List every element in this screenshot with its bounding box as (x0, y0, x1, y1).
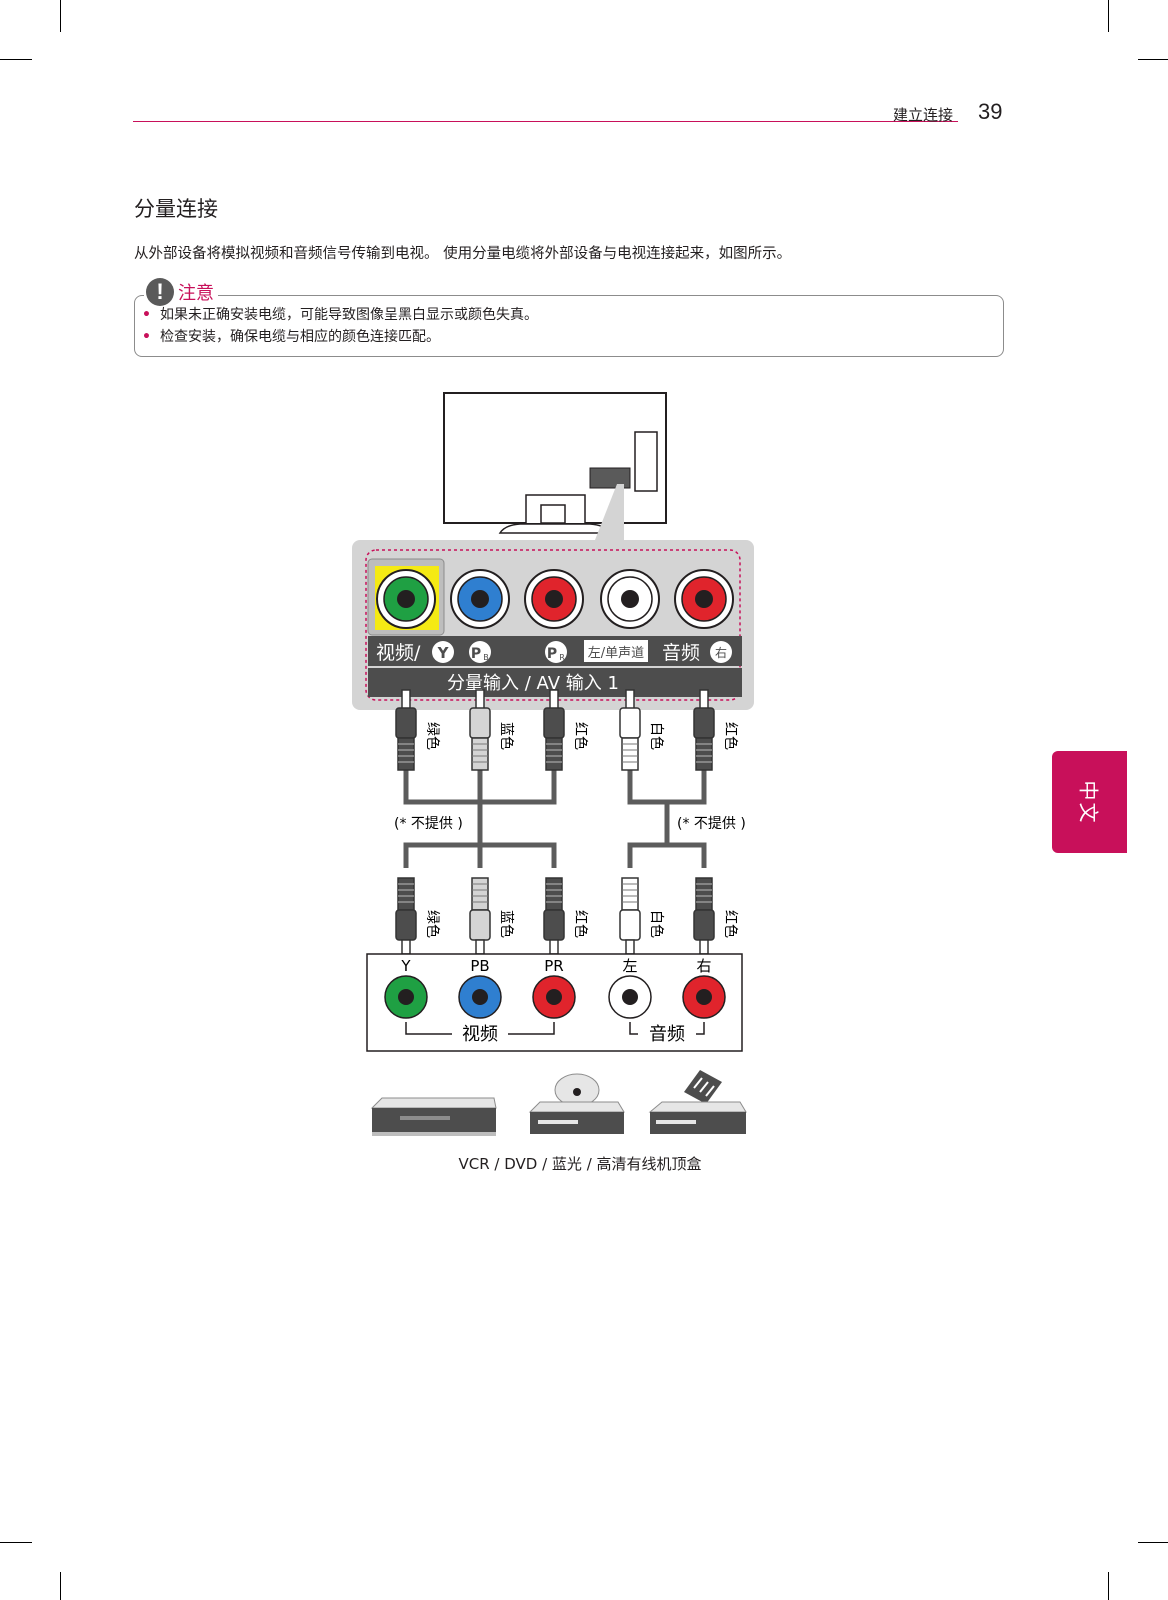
tv-jack-y (376, 569, 436, 629)
device-jack-audio-right (682, 975, 726, 1019)
device-audio-label: 音频 (649, 1024, 685, 1045)
plug-label-lower: 蓝色 (498, 910, 515, 938)
left-mono-box (584, 640, 648, 662)
device-port-label: 右 (696, 957, 711, 975)
plug-label-upper: 蓝色 (498, 722, 515, 750)
intro-paragraph: 从外部设备将模拟视频和音频信号传输到电视。 使用分量电缆将外部设备与电视连接起来… (134, 246, 792, 262)
pb-badge (469, 641, 491, 663)
plug-upper-blue (469, 689, 491, 771)
right-badge (710, 641, 732, 663)
header-rule (133, 121, 958, 122)
plug-lower-red (543, 877, 565, 955)
note-list: •如果未正确安装电缆，可能导致图像呈黑白显示或颜色失真。 •检查安装，确保电缆与… (142, 304, 538, 348)
plug-lower-white (619, 877, 641, 955)
bullet-icon: • (142, 329, 151, 345)
device-port-label: 左 (622, 957, 637, 975)
not-supplied-audio: (* 不提供 ) (677, 816, 746, 832)
device-jack-pb (458, 975, 502, 1019)
crop-mark-bottom-left-h (0, 1542, 32, 1543)
device-video-label: 视频 (462, 1024, 498, 1045)
tv-jack-audio-left (600, 569, 660, 629)
language-tab: 中文 (1052, 751, 1127, 853)
note-title: 注意 (178, 283, 214, 304)
plug-lower-green (395, 877, 417, 955)
tv-jack-audio-right (674, 569, 734, 629)
tv-jack-pr (524, 569, 584, 629)
device-port-label: PR (544, 957, 563, 975)
device-port-label: PB (470, 957, 489, 975)
crop-mark-top-right-h (1138, 59, 1168, 60)
header-section-title: 建立连接 (893, 106, 954, 124)
tv-label-pb: P (471, 646, 481, 662)
tv-label-pb-sub: B (483, 653, 489, 662)
plug-label-upper: 绿色 (424, 722, 441, 750)
crop-mark-bottom-left-v (60, 1572, 61, 1600)
tv-label-audio: 音频 (662, 642, 700, 664)
note-box (134, 295, 1004, 357)
video-bracket (405, 1022, 555, 1035)
crop-mark-bottom-right-h (1138, 1542, 1168, 1543)
tv-label-left-mono: 左/单声道 (588, 646, 644, 661)
plug-label-upper: 红色 (722, 722, 739, 750)
tv-label-pr-sub: R (559, 653, 565, 662)
note-item: •如果未正确安装电缆，可能导致图像呈黑白显示或颜色失真。 (142, 304, 538, 326)
plug-label-upper: 白色 (648, 722, 665, 750)
tv-label-video: 视频/ (376, 642, 421, 664)
plug-label-lower: 红色 (572, 910, 589, 938)
device-jack-audio-left (608, 975, 652, 1019)
set-top-box-icon (648, 1070, 747, 1134)
tv-input-label: 分量输入 / AV 输入 1 (447, 673, 619, 694)
tv-label-y: Y (437, 644, 450, 662)
note-item: •检查安装，确保电缆与相应的颜色连接匹配。 (142, 326, 538, 348)
plug-lower-blue (469, 877, 491, 955)
plug-lower-red-audio (693, 877, 715, 955)
cable-bundle-audio (627, 770, 707, 868)
tv-icon (443, 392, 667, 540)
plug-label-lower: 白色 (648, 910, 665, 938)
devices-caption: VCR / DVD / 蓝光 / 高清有线机顶盒 (458, 1155, 702, 1173)
y-badge (432, 641, 454, 663)
cable-bundle-video (403, 770, 557, 868)
crop-mark-top-right-v (1108, 0, 1109, 32)
tv-jack-pb (450, 569, 510, 629)
tv-label-pr: P (547, 646, 557, 662)
plug-label-upper: 红色 (572, 722, 589, 750)
plug-label-lower: 红色 (722, 910, 739, 938)
tv-label-right: 右 (715, 645, 727, 660)
exclamation-icon: ! (146, 278, 174, 306)
page-number: 39 (978, 99, 1003, 124)
device-port-label: Y (400, 957, 411, 975)
plug-upper-green (395, 689, 417, 771)
vcr-icon (370, 1097, 497, 1136)
crop-mark-top-left-v (60, 0, 61, 32)
plug-upper-red (543, 689, 565, 771)
page-title: 分量连接 (134, 197, 218, 221)
not-supplied-video: (* 不提供 ) (394, 816, 463, 832)
note-header: ! 注意 (144, 278, 218, 306)
device-jack-pr (532, 975, 576, 1019)
crop-mark-bottom-right-v (1108, 1572, 1109, 1600)
plug-label-lower: 绿色 (424, 910, 441, 938)
plug-upper-red-audio (693, 689, 715, 771)
bullet-icon: • (142, 307, 151, 323)
crop-mark-top-left-h (0, 59, 32, 60)
dvd-player-icon (528, 1073, 625, 1134)
plug-upper-white (619, 689, 641, 771)
pr-badge (545, 641, 567, 663)
device-jack-y (384, 975, 428, 1019)
audio-bracket (629, 1022, 705, 1035)
